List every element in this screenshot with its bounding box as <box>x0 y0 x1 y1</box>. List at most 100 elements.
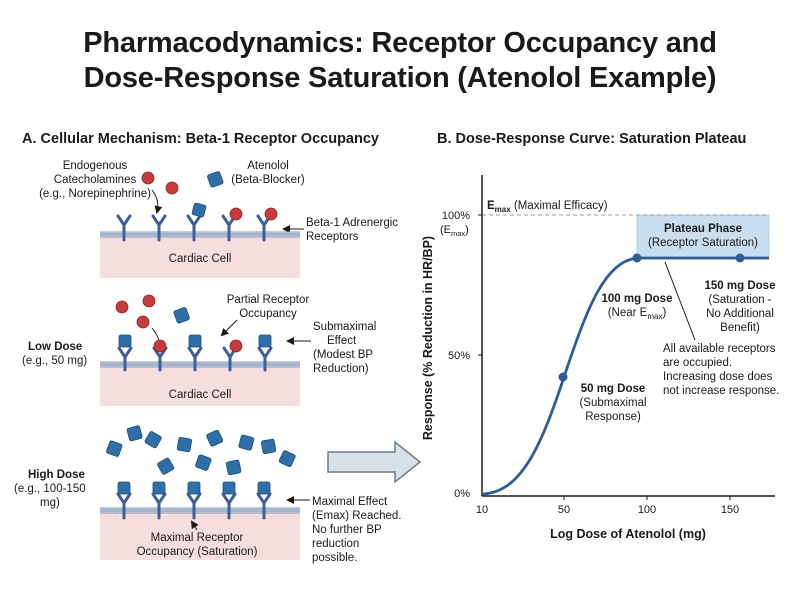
high-dose-sub-1: (e.g., 100-150 <box>14 483 86 495</box>
atenolol-molecule <box>106 440 123 457</box>
atenolol-molecule <box>195 454 212 471</box>
note-pointer-line <box>664 261 696 341</box>
max-occupancy-label-1: Maximal Receptor <box>151 532 244 544</box>
atenolol-molecule <box>117 481 131 495</box>
cell-membrane <box>100 363 300 366</box>
max-effect-3: No further BP <box>312 524 382 536</box>
beta1-receptor <box>117 346 133 372</box>
beta1-receptor <box>151 492 167 520</box>
partial-occupancy-label-2: Occupancy <box>239 308 297 320</box>
beta1-receptor <box>257 346 273 372</box>
beta1-receptor <box>221 492 237 520</box>
p150-sub-2: No Additional <box>706 308 774 320</box>
submaximal-effect-2: Effect <box>327 335 357 347</box>
atenolol-molecule <box>176 436 193 453</box>
point-50mg <box>558 372 568 382</box>
p50-title: 50 mg Dose <box>581 383 646 395</box>
cardiac-cell <box>100 232 300 278</box>
beta1-receptor <box>186 214 202 242</box>
point-100mg <box>632 253 642 263</box>
title-line-1: Pharmacodynamics: Receptor Occupancy and <box>83 27 717 59</box>
cardiac-cell-label: Cardiac Cell <box>169 253 232 265</box>
max-occupancy-label-2: Occupancy (Saturation) <box>137 546 258 558</box>
emax-label: Emax (Maximal Efficacy) <box>487 200 608 214</box>
note-line-2: are occupied. <box>663 357 732 369</box>
y-tick-100: 100% <box>442 210 470 222</box>
catecholamines-label-2: Catecholamines <box>54 174 137 186</box>
cardiac-cell <box>100 508 300 560</box>
atenolol-molecule <box>191 202 207 218</box>
agonist-molecule <box>229 339 243 353</box>
atenolol-molecule <box>260 438 277 455</box>
p150-sub-3: Benefit) <box>720 322 760 334</box>
catecholamines-label-3: (e.g., Norepinephrine) <box>39 188 151 200</box>
p150-title: 150 mg Dose <box>705 280 776 292</box>
atenolol-molecule <box>225 459 242 476</box>
title-line-2: Dose-Response Saturation (Atenolol Examp… <box>83 62 717 94</box>
agonist-molecule <box>229 207 243 221</box>
cell-membrane <box>100 509 300 512</box>
atenolol-molecule <box>207 171 224 188</box>
agonist-molecule <box>142 294 156 308</box>
x-tick-100: 100 <box>638 504 656 516</box>
catecholamines-label-1: Endogenous <box>63 160 128 172</box>
row-1-baseline: Endogenous Catecholamines (e.g., Norepin… <box>39 160 398 278</box>
x-tick-10: 10 <box>476 504 488 516</box>
atenolol-molecule <box>257 481 271 495</box>
note-line-1: All available receptors <box>663 343 776 355</box>
agonist-molecule <box>115 300 129 314</box>
max-occupancy-arrow <box>190 520 199 531</box>
submaximal-effect-1: Submaximal <box>313 321 376 333</box>
beta1-receptor <box>116 214 132 242</box>
atenolol-molecule <box>173 307 190 324</box>
low-dose-sub: (e.g., 50 mg) <box>22 355 87 367</box>
max-effect-1: Maximal Effect <box>312 496 388 508</box>
panel-a-title: A. Cellular Mechanism: Beta-1 Receptor O… <box>22 131 379 147</box>
binding-arrow <box>151 189 163 214</box>
beta1-receptor <box>152 346 168 372</box>
p50-sub-2: Response) <box>585 411 641 423</box>
atenolol-label-1: Atenolol <box>247 160 289 172</box>
beta1-receptor <box>116 492 132 520</box>
x-tick-50: 50 <box>558 504 570 516</box>
x-axis-title: Log Dose of Atenolol (mg) <box>550 527 706 541</box>
agonist-molecule <box>141 171 155 185</box>
partial-occupancy-label-1: Partial Receptor <box>227 294 310 306</box>
max-effect-4: reduction <box>312 538 359 550</box>
p100-title: 100 mg Dose <box>602 293 673 305</box>
p50-sub-1: (Submaximal <box>579 397 646 409</box>
row-3-high-dose: High Dose (e.g., 100-150 mg) <box>14 425 422 564</box>
row-2-low-dose: Low Dose (e.g., 50 mg) Partial Receptor … <box>22 294 376 406</box>
beta1-receptor <box>151 214 167 242</box>
atenolol-molecule <box>278 450 296 468</box>
atenolol-molecule <box>118 334 132 348</box>
atenolol-molecule <box>126 425 143 442</box>
submaximal-effect-4: Reduction) <box>313 363 369 375</box>
cardiac-cell <box>100 362 300 406</box>
plateau-title: Plateau Phase <box>664 223 742 235</box>
max-effect-2: (Emax) Reached. <box>312 510 401 522</box>
max-effect-5: possible. <box>312 552 357 564</box>
receptor-label-2: Receptors <box>306 231 359 243</box>
high-dose-title: High Dose <box>28 469 85 481</box>
atenolol-label-2: (Beta-Blocker) <box>231 174 305 186</box>
point-150mg <box>735 253 745 263</box>
beta1-receptor <box>187 346 203 372</box>
partial-occupancy-arrow <box>220 319 238 337</box>
note-line-4: not increase response. <box>663 385 779 397</box>
dose-response-chart: Plateau Phase (Receptor Saturation) Emax… <box>421 175 779 541</box>
low-dose-title: Low Dose <box>28 341 82 353</box>
atenolol-molecule <box>238 434 255 451</box>
x-tick-150: 150 <box>721 504 739 516</box>
cell-membrane <box>100 233 300 236</box>
agonist-molecule <box>136 315 150 329</box>
agonist-molecule <box>165 181 179 195</box>
page-title: Pharmacodynamics: Receptor Occupancy and… <box>0 26 800 96</box>
agonist-molecule <box>264 207 278 221</box>
y-axis-title: Response (% Reduction in HR/BP) <box>421 236 435 440</box>
atenolol-molecule <box>152 481 166 495</box>
note-line-3: Increasing dose does <box>663 371 773 383</box>
beta1-receptor <box>256 492 272 520</box>
cardiac-cell-label: Cardiac Cell <box>169 389 232 401</box>
